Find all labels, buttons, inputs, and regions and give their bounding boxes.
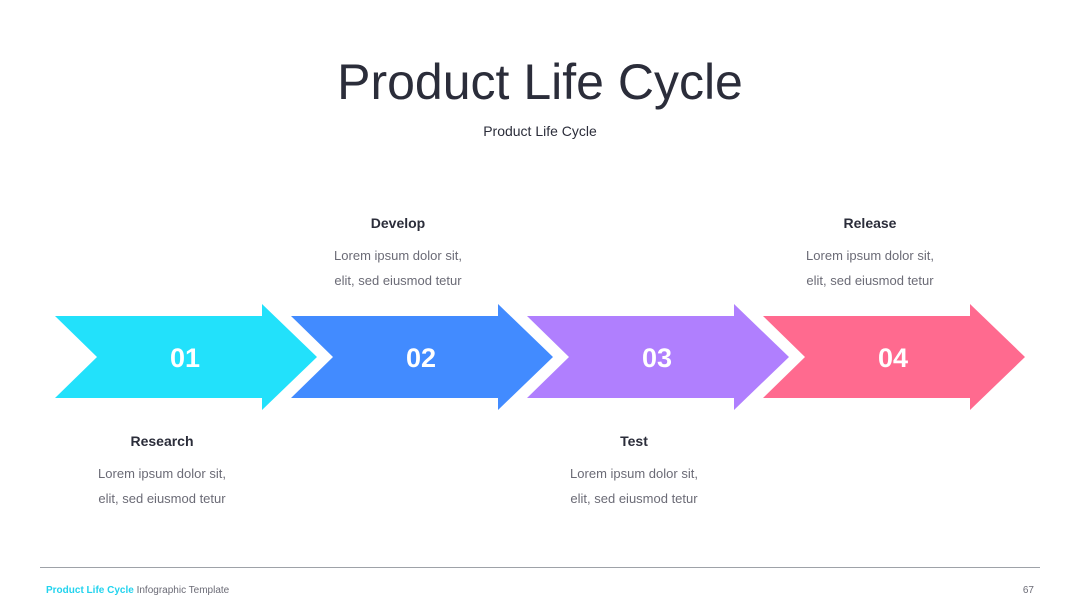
page-number: 67 — [1022, 585, 1034, 596]
step-description-line: Lorem ipsum dolor sit, — [334, 248, 462, 263]
step-description-line: elit, sed eiusmod tetur — [806, 273, 934, 288]
step-number-3: 03 — [642, 343, 672, 373]
step-description-line: Lorem ipsum dolor sit, — [570, 466, 698, 481]
step-description-line: elit, sed eiusmod tetur — [98, 491, 226, 506]
step-title: Research — [130, 433, 194, 449]
step-title: Test — [620, 433, 648, 449]
step-description: Lorem ipsum dolor sit, elit, sed eiusmod… — [278, 243, 518, 293]
arrow-step-3 — [527, 304, 789, 410]
step-title: Develop — [370, 215, 426, 231]
step-description: Lorem ipsum dolor sit, elit, sed eiusmod… — [750, 243, 990, 293]
footer-brand: Product Life Cycle — [46, 585, 134, 596]
arrow-step-2 — [291, 304, 553, 410]
step-block-develop: Develop Lorem ipsum dolor sit, elit, sed… — [278, 214, 518, 293]
step-description-line: Lorem ipsum dolor sit, — [98, 466, 226, 481]
footer-caption: Product Life Cycle Infographic Template — [46, 585, 229, 596]
arrow-step-4 — [763, 304, 1025, 410]
step-description-line: elit, sed eiusmod tetur — [334, 273, 462, 288]
step-description: Lorem ipsum dolor sit, elit, sed eiusmod… — [42, 461, 282, 511]
step-block-research: Research Lorem ipsum dolor sit, elit, se… — [42, 432, 282, 511]
page-subtitle: Product Life Cycle — [483, 123, 597, 139]
step-number-4: 04 — [878, 343, 908, 373]
step-number-2: 02 — [406, 343, 436, 373]
step-block-release: Release Lorem ipsum dolor sit, elit, sed… — [750, 214, 990, 293]
footer-text: Infographic Template — [133, 585, 230, 596]
step-block-test: Test Lorem ipsum dolor sit, elit, sed ei… — [514, 432, 754, 511]
arrow-step-1 — [55, 304, 317, 410]
step-description-line: Lorem ipsum dolor sit, — [806, 248, 934, 263]
step-description-line: elit, sed eiusmod tetur — [570, 491, 698, 506]
step-number-1: 01 — [170, 343, 200, 373]
page-title: Product Life Cycle — [337, 54, 743, 110]
step-description: Lorem ipsum dolor sit, elit, sed eiusmod… — [514, 461, 754, 511]
step-title: Release — [843, 215, 897, 231]
footer-divider — [40, 567, 1040, 568]
